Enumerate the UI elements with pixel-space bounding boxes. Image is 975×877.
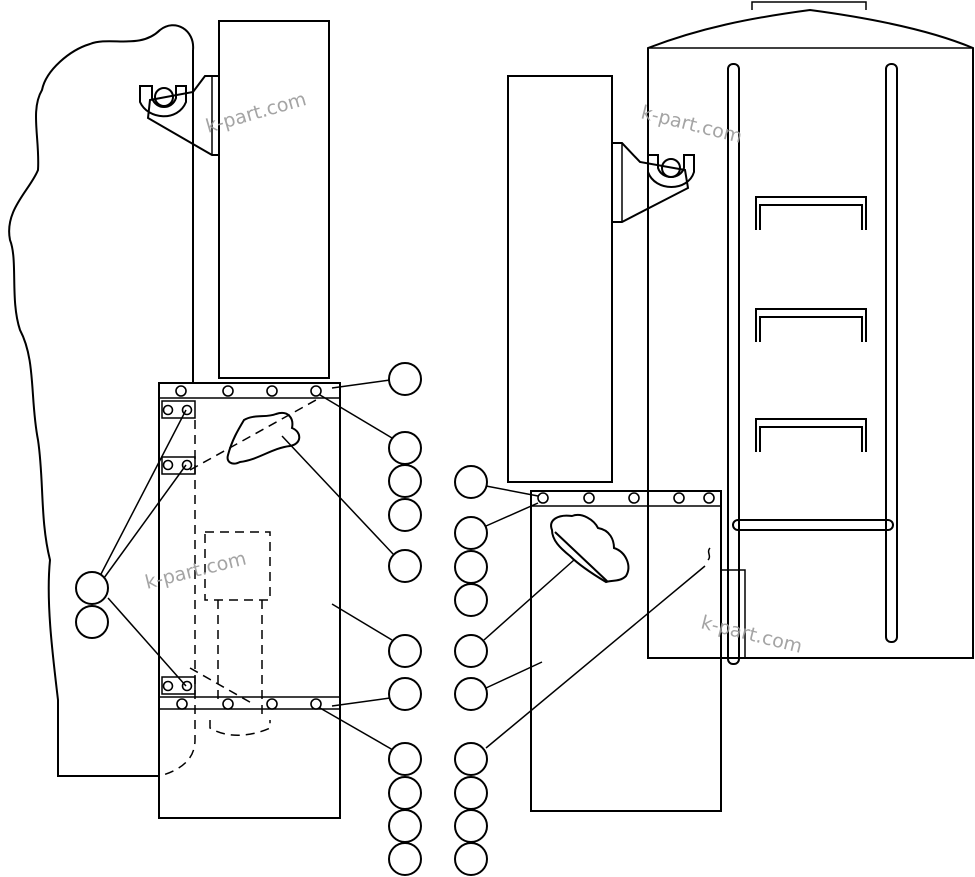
left-housing <box>158 382 341 819</box>
tank-ladder-rungs <box>755 196 867 452</box>
callout-balloon <box>454 634 488 668</box>
callout-balloon <box>388 362 422 396</box>
left-upper-panel <box>218 20 330 379</box>
tank-vertical-bars <box>727 63 898 665</box>
callout-balloon <box>388 809 422 843</box>
far-left-leader-lines <box>99 409 187 687</box>
callout-balloon <box>454 583 488 617</box>
callout-balloon <box>454 465 488 499</box>
left-lower-bolts <box>176 698 322 710</box>
callout-balloon <box>388 634 422 668</box>
tank-horizontal-rail <box>732 519 894 531</box>
left-top-bolts <box>175 385 322 397</box>
callout-balloon <box>454 550 488 584</box>
right-cutaway-patch <box>550 514 630 584</box>
callout-balloon <box>454 742 488 776</box>
callout-balloon <box>388 742 422 776</box>
callout-balloon <box>388 842 422 876</box>
callouts-right-column <box>454 465 488 876</box>
right-cutaway-line <box>554 531 609 583</box>
left-side-brackets <box>161 400 196 695</box>
left-hidden-parts <box>159 399 317 777</box>
callout-balloon <box>454 809 488 843</box>
left-leader-lines <box>281 379 395 751</box>
right-upper-panel <box>507 75 613 483</box>
callout-balloon <box>388 431 422 465</box>
right-tank <box>647 1 974 659</box>
tank-lower-bracket <box>720 569 746 658</box>
callouts-left-column <box>388 362 422 876</box>
callouts-far-left <box>75 571 109 639</box>
callout-balloon <box>388 549 422 583</box>
right-housing <box>530 490 722 812</box>
callout-balloon <box>454 776 488 810</box>
callout-balloon <box>75 571 109 605</box>
callout-balloon <box>75 605 109 639</box>
callout-balloon <box>388 776 422 810</box>
right-top-bolts <box>537 492 715 504</box>
right-small-hook <box>707 547 711 561</box>
right-leader-lines <box>483 485 706 749</box>
callout-balloon <box>454 516 488 550</box>
left-hook-bracket <box>139 75 219 156</box>
callout-balloon <box>454 677 488 711</box>
callout-balloon <box>388 498 422 532</box>
callout-balloon <box>388 677 422 711</box>
wavy-body-outline <box>8 24 195 777</box>
watermark: k-part.com <box>699 612 805 658</box>
left-cutaway-patch <box>226 412 301 465</box>
callout-balloon <box>388 464 422 498</box>
right-hook-bracket <box>612 142 695 223</box>
callout-balloon <box>454 842 488 876</box>
